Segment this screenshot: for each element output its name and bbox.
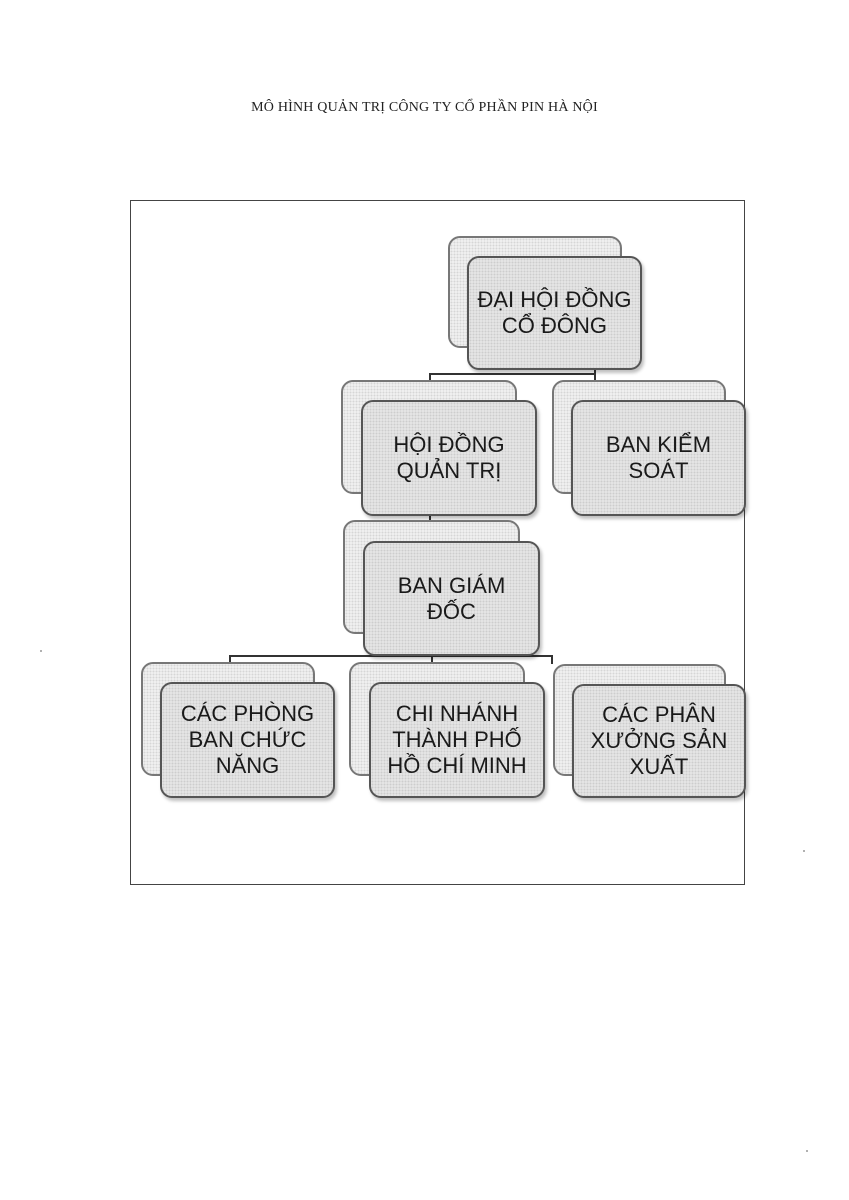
node-management-label: BAN GIÁM ĐỐC xyxy=(397,572,506,624)
org-chart-frame xyxy=(130,200,745,885)
node-branch-label: CHI NHÁNH THÀNH PHỐ HỒ CHÍ MINH xyxy=(387,701,527,778)
node-management-board: BAN GIÁM ĐỐC xyxy=(343,520,540,656)
scan-speck xyxy=(40,650,42,652)
node-departments-label: CÁC PHÒNG BAN CHỨC NĂNG xyxy=(180,701,315,778)
node-production-workshops: CÁC PHÂN XƯỞNG SẢN XUẤT xyxy=(553,664,746,798)
node-workshops-label: CÁC PHÂN XƯỞNG SẢN XUẤT xyxy=(590,702,728,779)
node-shareholders-meeting: ĐẠI HỘI ĐỒNG CỔ ĐÔNG xyxy=(448,236,642,370)
node-board-of-directors: HỘI ĐỒNG QUẢN TRỊ xyxy=(341,380,537,516)
node-shareholders-label: ĐẠI HỘI ĐỒNG CỔ ĐÔNG xyxy=(477,287,632,338)
node-board-label: HỘI ĐỒNG QUẢN TRỊ xyxy=(393,432,505,483)
scan-speck xyxy=(806,1150,808,1152)
node-hcmc-branch: CHI NHÁNH THÀNH PHỐ HỒ CHÍ MINH xyxy=(349,662,545,798)
scan-speck xyxy=(803,850,805,852)
node-supervisory-label: BAN KIỂM SOÁT xyxy=(605,432,712,483)
node-functional-departments: CÁC PHÒNG BAN CHỨC NĂNG xyxy=(141,662,335,798)
page-title: MÔ HÌNH QUẢN TRỊ CÔNG TY CỔ PHẦN PIN HÀ … xyxy=(251,100,598,115)
node-supervisory-board: BAN KIỂM SOÁT xyxy=(552,380,746,516)
